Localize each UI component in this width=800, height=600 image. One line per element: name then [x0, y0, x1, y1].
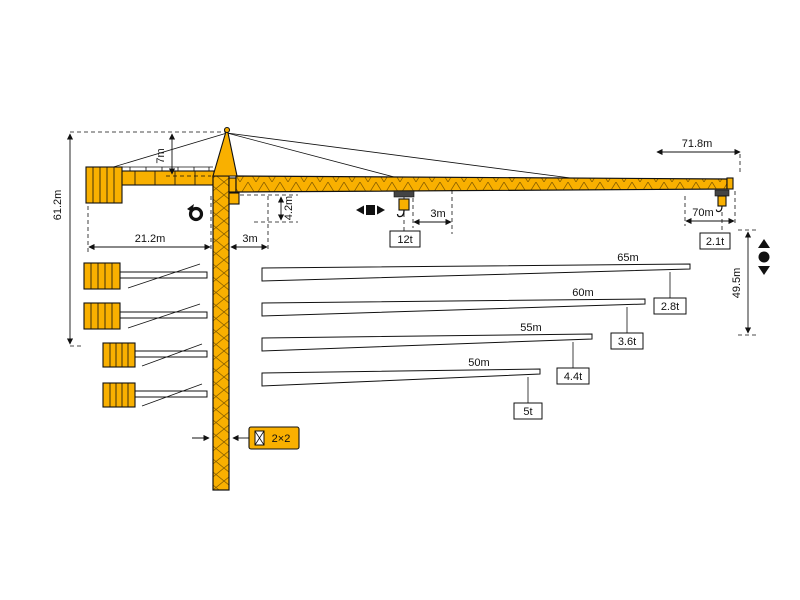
dim-label-max-jib-length: 71.8m: [682, 138, 713, 150]
counter-jib-panels: [134, 171, 196, 185]
dim-label-hook-height: 49.5m: [731, 268, 743, 299]
counterweight-option-2: [83, 302, 208, 330]
counter-jib-bar: [134, 350, 208, 358]
counterweight-option-4: [102, 382, 208, 408]
mast-section-icon-cross: [254, 430, 265, 446]
jib-option-length-label: 65m: [617, 252, 638, 264]
load-box: [699, 232, 731, 250]
main-jib: [235, 175, 728, 193]
counterweight-stack: [83, 262, 121, 290]
jib-option-outline: [261, 368, 541, 387]
jib-option-load-label: 4.4t: [564, 371, 582, 383]
tie-bar: [127, 263, 201, 289]
counterweight-stack: [83, 302, 121, 330]
jib-option-load-label: 2.8t: [661, 301, 679, 313]
mast-section-callout: 2×2: [192, 426, 300, 450]
dim-hook-height: 49.5m: [731, 229, 756, 336]
tie-bar: [141, 343, 203, 367]
dim-label-max-radius: 70m: [692, 207, 713, 219]
dim-counter-jib-length: 21.2m: [87, 196, 212, 252]
counterweight-option-3: [102, 342, 208, 368]
railing-posts: [129, 167, 210, 171]
counterweight-slats: [90, 303, 113, 329]
load-box: [610, 332, 644, 350]
jib-option-outline: [261, 263, 691, 282]
dim-pivot-offset: 3m: [230, 196, 269, 252]
leader-line: [684, 191, 736, 226]
counterweight-slats: [109, 383, 129, 407]
counter-jib-bar: [119, 311, 208, 319]
jib-option-length-label: 50m: [468, 357, 489, 369]
dim-min-radius: 3m: [412, 190, 453, 234]
counterweight-slats: [92, 167, 115, 203]
hook-block: [398, 198, 410, 211]
dim-label-total-height: 61.2m: [52, 190, 64, 221]
dim-label-jib-root-height: 4.2m: [283, 196, 295, 220]
counterweight-slats: [90, 263, 113, 289]
counterweight-option-1: [83, 262, 208, 290]
tip-load-callout: 2.1t: [699, 212, 731, 250]
load-box: [389, 230, 421, 248]
tip-hook-block: [717, 195, 727, 207]
mast-section-label: 2×2: [272, 433, 291, 445]
counterweight-stack: [102, 382, 136, 408]
jib-option-length-label: 55m: [520, 322, 541, 334]
max-capacity-callout: 12t: [389, 213, 421, 248]
tip-trolley: [714, 189, 730, 197]
dim-tower-head-height: 7m: [155, 133, 211, 177]
dim-label-min-radius: 3m: [430, 208, 445, 220]
apex-pulley: [223, 126, 231, 134]
leader-line: [738, 229, 756, 336]
dim-label-counter-jib: 21.2m: [135, 233, 166, 245]
jib-option-length-label: 60m: [572, 287, 593, 299]
jib-tip-cap: [726, 177, 734, 190]
dim-max-jib-length: 71.8m: [656, 138, 741, 175]
dim-label-pivot-offset: 3m: [242, 233, 257, 245]
tip-load-label: 2.1t: [706, 236, 724, 248]
tower-mast: [212, 175, 230, 491]
counter-jib-bar: [134, 390, 208, 398]
max-capacity-label: 12t: [397, 234, 412, 246]
load-box: [513, 402, 543, 420]
jib-option-55m: 55m 4.4t: [261, 322, 593, 385]
slewing-rotation-icon: [187, 204, 204, 222]
tie-bar: [127, 303, 201, 329]
jib-option-outline: [261, 298, 646, 317]
trolley-travel-icon: [356, 205, 385, 215]
counter-jib-bar: [119, 271, 208, 279]
jib-tie-rod-inner: [226, 132, 399, 179]
tip-hook-icon: [715, 205, 723, 213]
counter-jib-tie-rod: [99, 132, 228, 172]
trolley: [393, 190, 415, 198]
tie-bar: [141, 383, 203, 407]
jib-option-load-label: 5t: [523, 406, 532, 418]
leader-line: [412, 190, 453, 234]
jib-option-50m: 50m 5t: [261, 357, 543, 420]
load-box: [556, 367, 590, 385]
crane-structure: [85, 126, 734, 491]
dim-label-tower-head: 7m: [155, 148, 167, 163]
jib-option-60m: 60m 3.6t: [261, 287, 646, 350]
leader-line: [87, 196, 212, 252]
leader-line: [240, 194, 298, 223]
operator-cab: [228, 192, 240, 205]
jib-option-outline: [261, 333, 593, 352]
counterweight-stack: [102, 342, 136, 368]
counterweight-slats: [109, 343, 129, 367]
hoist-up-down-icon: [758, 239, 770, 275]
tip-hook-assembly: [714, 189, 730, 213]
dim-jib-root-height: 4.2m: [240, 194, 298, 223]
tower-head: [212, 127, 238, 177]
jib-option-65m: 65m 2.8t: [261, 252, 691, 315]
counterweight-block: [85, 166, 123, 204]
jib-root: [228, 177, 237, 193]
dim-total-height: 61.2m: [52, 131, 226, 347]
jib-option-load-label: 3.6t: [618, 336, 636, 348]
load-box: [653, 297, 687, 315]
jib-tie-rod-outer: [226, 132, 587, 181]
dim-max-radius: 70m: [684, 191, 736, 226]
